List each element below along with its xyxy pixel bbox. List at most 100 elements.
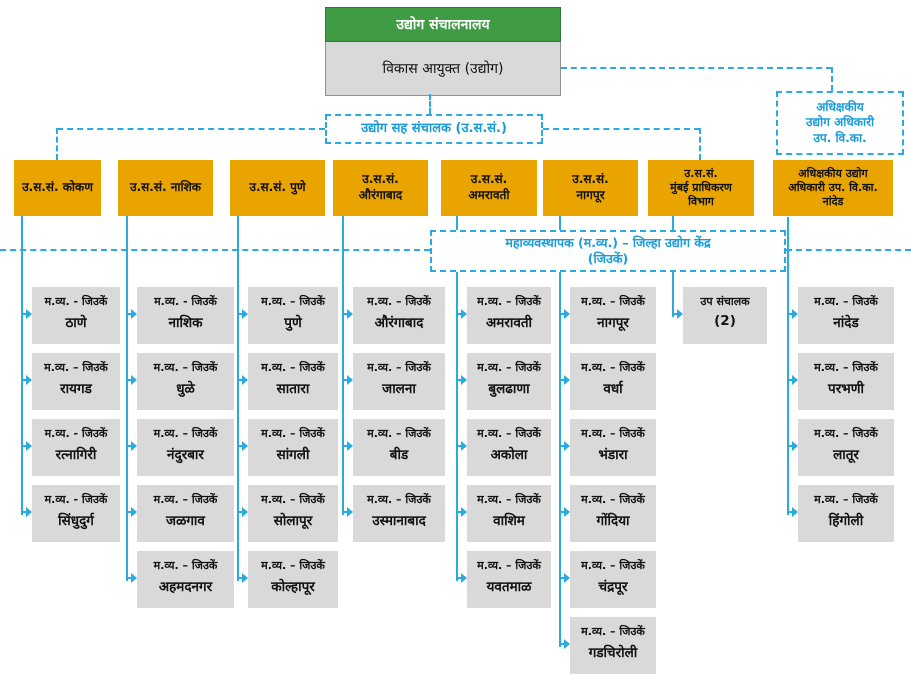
district-name: अहमदनगर	[158, 579, 213, 595]
feeder-line-nashik	[126, 216, 128, 581]
connector-arrow-icon	[237, 441, 248, 451]
district-box: म.व्य. – जिउकें सोलापूर	[237, 485, 338, 542]
district-role-label: म.व्य. – जिउकें	[153, 427, 218, 440]
district-box: म.व्य. – जिउकें अहमदनगर	[126, 551, 234, 608]
district-name: नागपूर	[597, 315, 629, 331]
district-role-label: म.व्य. – जिउकें	[814, 361, 878, 374]
region-box-nagpur: उ.स.सं. नागपूर	[543, 160, 638, 216]
district-box: म.व्य. – जिउकेंकोल्हापूर	[237, 551, 338, 608]
district-role-label: म.व्य. – जिउकें	[261, 361, 325, 374]
deputy-director-label: उप संचालक	[700, 295, 750, 308]
district-role-label: म.व्य. – जिउकें	[261, 295, 325, 308]
district-name: सिंधुदुर्ग	[58, 513, 94, 529]
district-role-label: म.व्य. – जिउकें	[814, 427, 878, 440]
district-box: म.व्य. – जिउकें उस्मानाबाद	[342, 485, 445, 542]
region-box-mumbai: उ.स.सं. मुंबई प्राधिकरण विभाग	[648, 160, 754, 216]
root-subtitle: विकास आयुक्त (उद्योग)	[325, 42, 561, 96]
district-box: म.व्य. – जिउकेंसांगली	[237, 419, 338, 476]
district-box: म.व्य. – जिउकें वर्धा	[559, 353, 656, 410]
connector-arrow-icon	[21, 441, 32, 451]
connector-jd-left-h	[57, 128, 325, 130]
district-role-label: म.व्य. – जिउकें	[153, 361, 218, 374]
district-name: वर्धा	[603, 381, 623, 397]
root-title: उद्योग संचालनालय	[325, 7, 561, 42]
district-column-pune: म.व्य. – जिउकेंपुणे म.व्य. – जिउकेंसातार…	[237, 287, 338, 608]
district-role-label: म.व्य. – जिउकें	[367, 493, 431, 506]
district-role-label: म.व्य. – जिउकें	[477, 559, 541, 572]
connector-arrow-icon	[126, 309, 137, 319]
district-role-label: म.व्य. – जिउकें	[153, 559, 218, 572]
district-role-label: म.व्य. – जिउकें	[477, 295, 541, 308]
connector-arrow-icon	[237, 309, 248, 319]
district-column-nashik: म.व्य. - जिउकेंनाशिक म.व्य. – जिउकेंधुळे…	[126, 287, 234, 608]
district-box: म.व्य. – जिउकेंगडचिरोली	[559, 617, 656, 674]
district-role-label: म.व्य. – जिउकें	[581, 295, 645, 308]
district-name: नांदेड	[833, 315, 859, 331]
district-role-label: म.व्य. – जिउकें	[261, 493, 325, 506]
district-role-label: म.व्य. – जिउकें	[814, 493, 878, 506]
feeder-line-aurangabad	[342, 216, 344, 515]
connector-arrow-icon	[342, 507, 353, 517]
deputy-director-count: (2)	[714, 313, 736, 329]
district-name: सोलापूर	[273, 513, 313, 529]
gm-rule-right	[786, 249, 911, 251]
district-name: सांगली	[276, 447, 310, 463]
district-box: म.व्य. - जिउकेंठाणे	[21, 287, 120, 344]
district-name: चंद्रपूर	[598, 579, 628, 595]
district-box: म.व्य. – जिउकेंभंडारा	[559, 419, 656, 476]
district-box: म.व्य. - जिउकेंरत्नागिरी	[21, 419, 120, 476]
district-name: कोल्हापूर	[271, 579, 315, 595]
district-role-label: म.व्य. – जिउकें	[581, 559, 645, 572]
district-box: म.व्य. – जिउकेंवाशिम	[456, 485, 551, 542]
district-role-label: म.व्य. – जिउकें	[367, 427, 431, 440]
district-name: उस्मानाबाद	[372, 513, 426, 529]
gm-band-label: महाव्यवस्थापक (म.व्य.) – जिल्हा उद्योग क…	[505, 234, 711, 266]
connector-arrow-icon	[126, 375, 137, 385]
district-role-label: म.व्य. – जिउकें	[477, 493, 541, 506]
district-box: म.व्य. – जिउकेंअकोला	[456, 419, 551, 476]
root-box: उद्योग संचालनालय विकास आयुक्त (उद्योग)	[325, 7, 561, 96]
superintendent-label: अधिक्षकीय उद्योग अधिकारी उप. वि.का.	[805, 99, 875, 145]
district-box: म.व्य. – जिउकेंलातूर	[787, 419, 894, 476]
region-box-aurangabad: उ.स.सं. औरंगाबाद	[333, 160, 428, 216]
district-column-aurangabad: म.व्य. – जिउकेंऔरंगाबाद म.व्य. – जिउकेंज…	[342, 287, 445, 542]
district-role-label: म.व्य. – जिउकें	[581, 625, 645, 638]
district-box: म.व्य. - जिउकेंनाशिक	[126, 287, 234, 344]
connector-arrow-icon	[21, 309, 32, 319]
district-role-label: म.व्य. – जिउकें	[581, 361, 645, 374]
connector-arrow-icon	[456, 441, 467, 451]
district-role-label: म.व्य. – जिउकें	[814, 295, 878, 308]
connector-root-to-sup-v	[831, 67, 833, 91]
district-role-label: म.व्य. – जिउकें	[367, 295, 431, 308]
district-box: म.व्य. – जिउकेंधुळे	[126, 353, 234, 410]
connector-arrow-icon	[126, 507, 137, 517]
connector-arrow-icon	[21, 507, 32, 517]
district-name: पुणे	[284, 315, 302, 331]
district-role-label: म.व्य. – जिउकें	[477, 427, 541, 440]
connector-arrow-icon	[342, 309, 353, 319]
feeder-line-nagpur	[559, 216, 561, 647]
district-box: म.व्य. – जिउकेंरायगड	[21, 353, 120, 410]
connector-arrow-icon	[559, 441, 570, 451]
connector-arrow-icon	[559, 639, 570, 649]
connector-arrow-icon	[456, 573, 467, 583]
district-role-label: म.व्य. - जिउकें	[44, 493, 108, 506]
district-name: जळगाव	[166, 513, 205, 529]
district-role-label: म.व्य. - जिउकें	[44, 427, 108, 440]
connector-jd-right-v	[699, 128, 701, 160]
connector-arrow-icon	[559, 309, 570, 319]
region-box-amravati: उ.स.सं. अमरावती	[441, 160, 537, 216]
gm-rule-left	[0, 249, 430, 251]
feeder-line-nanded	[787, 217, 789, 515]
district-box: म.व्य. – जिउकें पुणे	[237, 287, 338, 344]
region-box-nashik: उ.स.सं. नाशिक	[118, 160, 213, 216]
district-column-konkan: म.व्य. - जिउकेंठाणे म.व्य. – जिउकेंरायगड…	[21, 287, 120, 542]
connector-arrow-icon	[342, 375, 353, 385]
district-box: म.व्य. – जिउकेंहिंगोली	[787, 485, 894, 542]
district-name: भंडारा	[598, 447, 628, 463]
district-box: म.व्य. – जिउकें नागपूर	[559, 287, 656, 344]
district-column-nagpur: म.व्य. – जिउकें नागपूर म.व्य. – जिउकें वर्…	[559, 287, 656, 674]
connector-jd-left-v	[56, 128, 58, 160]
connector-arrow-icon	[787, 375, 798, 385]
district-role-label: म.व्य. – जिउकें	[367, 361, 431, 374]
